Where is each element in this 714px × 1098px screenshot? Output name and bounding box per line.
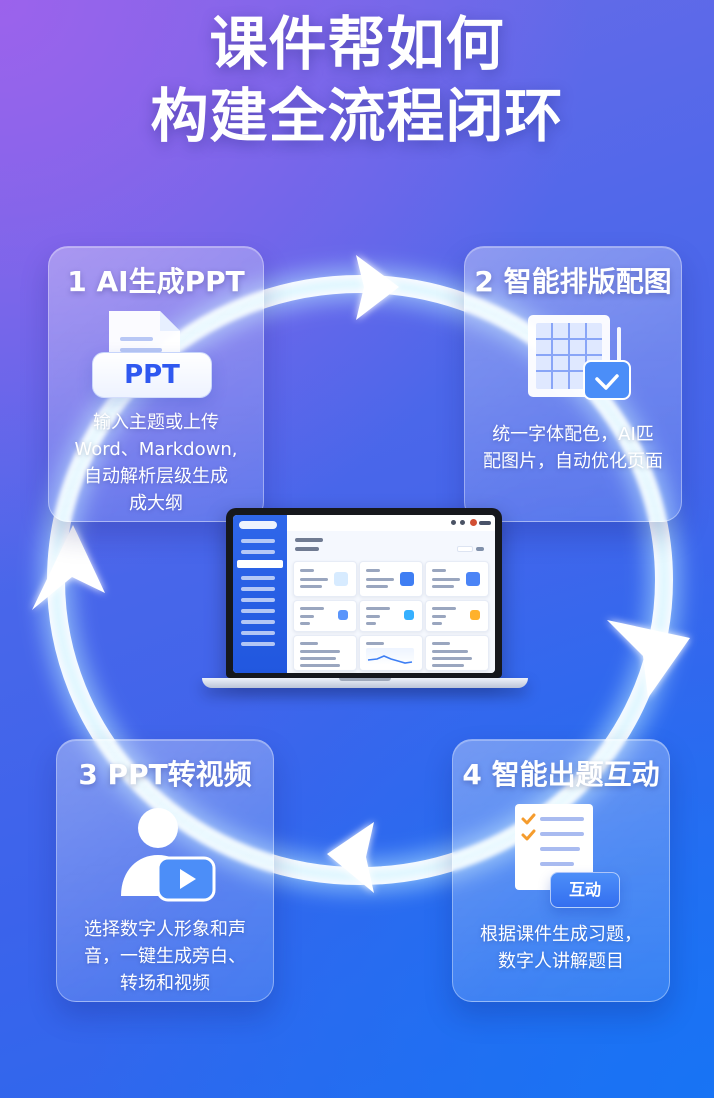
laptop-base [202, 678, 528, 688]
step-2-desc-line-1: 统一字体配色，AI匹 [492, 424, 654, 445]
step-4-desc-line-2: 数字人讲解题目 [498, 951, 624, 972]
page-title-line-2: 构建全流程闭环 [150, 82, 564, 150]
page-title-line-1: 课件帮如何 [209, 10, 505, 78]
metric-card [425, 600, 489, 632]
summary-card [425, 561, 489, 597]
step-3-desc-line-2: 音，一键生成旁白、 [84, 946, 246, 967]
step-2-title: 2 智能排版配图 [474, 265, 672, 298]
step-1-description: 输入主题或上传 Word、Markdown, 自动解析层级生成 成大纲 [65, 409, 247, 517]
laptop-screen [226, 508, 502, 678]
chart-card [359, 635, 423, 671]
step-3-description: 选择数字人形象和声 音，一键生成旁白、 转场和视频 [73, 916, 257, 997]
sidebar-item [241, 587, 275, 591]
step-4-title: 4 智能出题互动 [462, 758, 660, 791]
ppt-badge-label: PPT [124, 360, 180, 390]
arrow-bottom-left-icon [327, 822, 374, 893]
step-card-2: 2 智能排版配图 统一字体配色，AI匹 配图片，自动优化页面 [464, 246, 682, 522]
step-1-desc-line-4: 成大纲 [129, 493, 183, 514]
arrow-top-right-icon [356, 255, 399, 320]
interactive-badge-label: 互动 [568, 880, 601, 899]
topbar-icon [460, 520, 465, 525]
step-3-title: 3 PPT转视频 [78, 758, 252, 791]
interactive-badge: 互动 [550, 872, 620, 908]
filter-chip [457, 546, 473, 552]
avatar-video-icon [121, 808, 216, 902]
sidebar-item-active [237, 560, 283, 568]
sidebar-item [241, 620, 275, 624]
dashboard-main [287, 531, 495, 673]
summary-card [293, 561, 357, 597]
step-3-desc-line-1: 选择数字人形象和声 [84, 919, 246, 940]
dashboard-sidebar [233, 515, 287, 673]
sidebar-item [241, 539, 275, 543]
laptop-notch [339, 678, 391, 681]
arrow-left-up-icon [32, 525, 105, 610]
step-2-description: 统一字体配色，AI匹 配图片，自动优化页面 [481, 421, 665, 475]
sidebar-item [241, 550, 275, 554]
line-chart-icon [367, 655, 413, 664]
metric-card [293, 600, 357, 632]
user-name-bar [479, 521, 491, 525]
list-card [425, 635, 489, 671]
step-1-desc-line-1: 输入主题或上传 [93, 412, 219, 433]
step-3-desc-line-3: 转场和视频 [120, 973, 210, 994]
step-1-title: 1 AI生成PPT [67, 265, 245, 298]
step-card-4: 4 智能出题互动 根据课件生成习题， 数字人讲解题目 [452, 739, 670, 1002]
dashboard-topbar [287, 515, 495, 532]
arrow-right-down-icon [607, 620, 690, 698]
sidebar-item [241, 609, 275, 613]
dashboard-preview [233, 515, 495, 673]
dropdown-chip [476, 547, 484, 551]
breadcrumb [295, 538, 323, 542]
sidebar-item [241, 631, 275, 635]
quiz-checklist-icon [515, 804, 593, 890]
step-1-desc-line-3: 自动解析层级生成 [84, 466, 228, 487]
metric-card [359, 600, 423, 632]
layout-grid-icon [528, 315, 631, 400]
step-4-desc-line-1: 根据课件生成习题， [480, 924, 642, 945]
sidebar-item [241, 642, 275, 646]
page-title [295, 547, 319, 551]
topbar-icon [451, 520, 456, 525]
center-laptop [202, 508, 528, 694]
sidebar-item [241, 576, 275, 580]
step-2-desc-line-2: 配图片，自动优化页面 [483, 451, 663, 472]
avatar [470, 519, 477, 526]
dashboard-logo [239, 521, 277, 529]
ppt-badge: PPT [92, 352, 212, 398]
step-4-description: 根据课件生成习题， 数字人讲解题目 [469, 921, 653, 975]
sidebar-item [241, 598, 275, 602]
summary-card [359, 561, 423, 597]
table-card [293, 635, 357, 671]
step-1-desc-line-2: Word、Markdown, [74, 439, 238, 460]
